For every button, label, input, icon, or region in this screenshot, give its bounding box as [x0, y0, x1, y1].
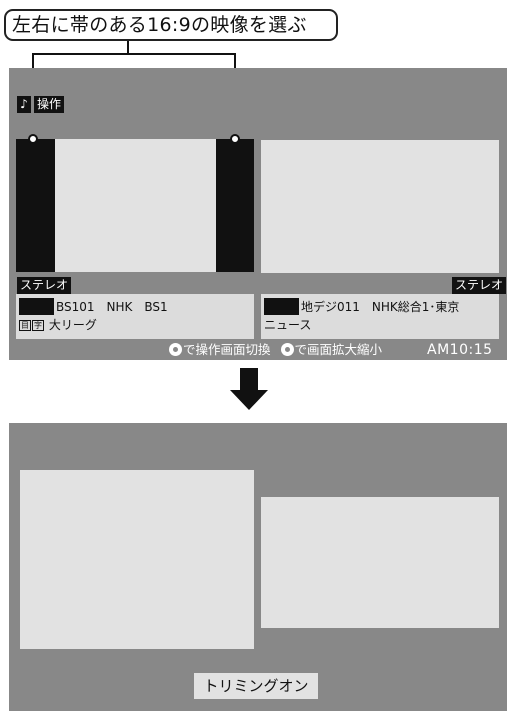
right-side-bar	[216, 139, 254, 272]
left-program-text: 大リーグ	[48, 318, 97, 332]
left-program-row: 目字 大リーグ	[19, 318, 97, 333]
zoom-hint: で画面拡大縮小	[294, 342, 383, 357]
left-info-panel: BS101 NHK BS1 目字 大リーグ	[16, 294, 254, 339]
music-note-icon: ♪	[17, 96, 31, 113]
callout-dot-left	[28, 134, 38, 144]
dpad-icon	[169, 343, 182, 356]
stereo-badge-right: ステレオ	[452, 277, 507, 294]
right-info-panel: 地デジ011 NHK総合1･東京 ニュース	[261, 294, 499, 339]
right-channel-text: 地デジ011 NHK総合1･東京	[301, 300, 460, 314]
right-picture-after[interactable]	[261, 497, 499, 628]
down-arrow-icon	[240, 368, 258, 390]
channel-logo-box	[19, 298, 54, 315]
stereo-badge-left: ステレオ	[17, 277, 72, 294]
subtitle-icon: 字	[32, 320, 44, 331]
dpad-icon	[280, 343, 294, 356]
epg-icon: 目	[19, 320, 31, 331]
channel-logo-box	[264, 298, 299, 315]
down-arrow-head-icon	[230, 390, 268, 410]
trimming-on-label: トリミングオン	[194, 673, 318, 699]
operation-badge: ♪ 操作	[17, 95, 65, 114]
left-picture-trimmed[interactable]	[20, 470, 254, 649]
right-program-text: ニュース	[264, 318, 312, 332]
leader-line-top	[33, 53, 235, 55]
left-channel-text: BS101 NHK BS1	[56, 300, 168, 314]
callout-dot-right	[230, 134, 240, 144]
callout-label: 左右に帯のある16:9の映像を選ぶ	[4, 9, 338, 41]
left-side-bar	[16, 139, 55, 272]
left-picture[interactable]	[16, 139, 254, 272]
leader-line-connector	[127, 41, 129, 54]
switch-hint: で操作画面切換	[183, 342, 271, 357]
clock: AM10:15	[427, 342, 493, 358]
operation-label: 操作	[34, 96, 65, 113]
right-picture[interactable]	[261, 140, 499, 273]
status-hints: で操作画面切換 で画面拡大縮小	[169, 341, 382, 359]
